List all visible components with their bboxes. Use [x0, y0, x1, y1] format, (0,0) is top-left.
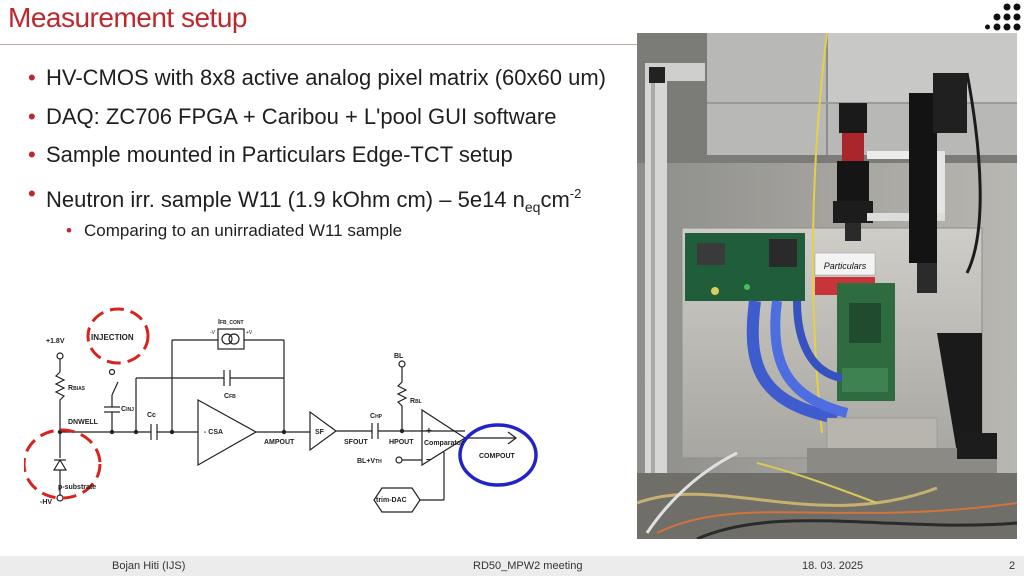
bullet-text: HV-CMOS with 8x8 active analog pixel mat…	[46, 65, 606, 90]
svg-text:CINJ: CINJ	[121, 406, 134, 413]
footer-meeting: RD50_MPW2 meeting	[473, 560, 583, 572]
plus-v-label: +V	[246, 330, 253, 336]
hpout-label: HPOUT	[389, 439, 414, 446]
supply-label: +1.8V	[46, 338, 65, 345]
compout-label: COMPOUT	[479, 453, 516, 460]
rbl-label: R	[410, 398, 415, 405]
cc-label: Cc	[147, 412, 156, 419]
trimdac-label: trim-DAC	[376, 497, 407, 504]
bl-label: BL	[394, 353, 404, 360]
svg-text:IFB_CONT: IFB_CONT	[218, 319, 244, 326]
rbias-label: R	[68, 385, 73, 392]
sfout-label: SFOUT	[344, 439, 368, 446]
bullet-text: Neutron irr. sample W11 (1.9 kOhm cm) – …	[46, 186, 525, 212]
bullet-item: DAQ: ZC706 FPGA + Caribou + L'pool GUI s…	[28, 103, 638, 142]
svg-text:CHP: CHP	[370, 413, 383, 420]
superscript-exp: -2	[569, 185, 582, 201]
cfb-label: C	[224, 393, 229, 400]
blvth-label: BL+V	[357, 458, 375, 465]
bullet-item: HV-CMOS with 8x8 active analog pixel mat…	[28, 64, 638, 103]
rbl-subscript: BL	[415, 399, 422, 405]
psubstrate-label: p-substrate	[58, 484, 96, 491]
slide-footer: Bojan Hiti (IJS) RD50_MPW2 meeting 18. 0…	[0, 556, 1024, 576]
bullet-list: HV-CMOS with 8x8 active analog pixel mat…	[28, 64, 638, 246]
comparator-label: Comparator	[424, 440, 464, 447]
ampout-label: AMPOUT	[264, 439, 295, 446]
footer-date: 18. 03. 2025	[802, 560, 864, 572]
rbias-subscript: BIAS	[73, 386, 86, 392]
svg-text:BL+VTH: BL+VTH	[357, 458, 382, 465]
cfb-subscript: FB	[229, 394, 236, 400]
chp-subscript: HP	[375, 414, 383, 420]
minus-v-label: -V	[210, 330, 216, 336]
bullet-item: Sample mounted in Particulars Edge-TCT s…	[28, 141, 638, 180]
ifb-subscript: FB_CONT	[220, 320, 244, 326]
substrate-highlight	[24, 428, 102, 500]
sf-label: SF	[315, 429, 325, 436]
svg-text:RBL: RBL	[410, 398, 422, 405]
bullet-item: Neutron irr. sample W11 (1.9 kOhm cm) – …	[28, 180, 638, 219]
sub-bullet-item: Comparing to an unirradiated W11 sample	[28, 218, 638, 246]
subscript-eq: eq	[524, 198, 541, 215]
injection-label: INJECTION	[91, 333, 134, 342]
bullet-text-unit: cm	[540, 186, 570, 212]
ifb-label: I	[218, 319, 220, 326]
svg-text:CFB: CFB	[224, 393, 236, 400]
setup-photo: Particulars	[637, 33, 1017, 539]
cinj-label: C	[121, 406, 126, 413]
minus-sign: –	[426, 454, 432, 465]
hv-label: -HV	[40, 499, 52, 506]
compout-highlight	[458, 423, 538, 487]
csa-label: - CSA	[204, 429, 223, 436]
cinj-subscript: INJ	[126, 407, 134, 413]
particulars-label: Particulars	[824, 261, 867, 271]
title-divider	[0, 44, 640, 45]
sub-bullet-text: Comparing to an unirradiated W11 sample	[84, 221, 403, 240]
dnwell-label: DNWELL	[68, 419, 99, 426]
injection-highlight	[86, 307, 150, 365]
chp-label: C	[370, 413, 375, 420]
svg-text:RBIAS: RBIAS	[68, 385, 86, 392]
bullet-text: DAQ: ZC706 FPGA + Caribou + L'pool GUI s…	[46, 103, 557, 129]
footer-page-number: 2	[1009, 560, 1016, 572]
footer-author: Bojan Hiti (IJS)	[112, 560, 186, 572]
bullet-text: Sample mounted in Particulars Edge-TCT s…	[46, 142, 513, 167]
circuit-schematic: +1.8V INJECTION IFB_CONT -V +V RBIAS CIN…	[24, 307, 538, 513]
slide-title: Measurement setup	[8, 2, 247, 33]
plus-sign: +	[426, 426, 432, 437]
logo-dots-icon	[985, 3, 1021, 31]
blvth-subscript: TH	[375, 459, 382, 465]
